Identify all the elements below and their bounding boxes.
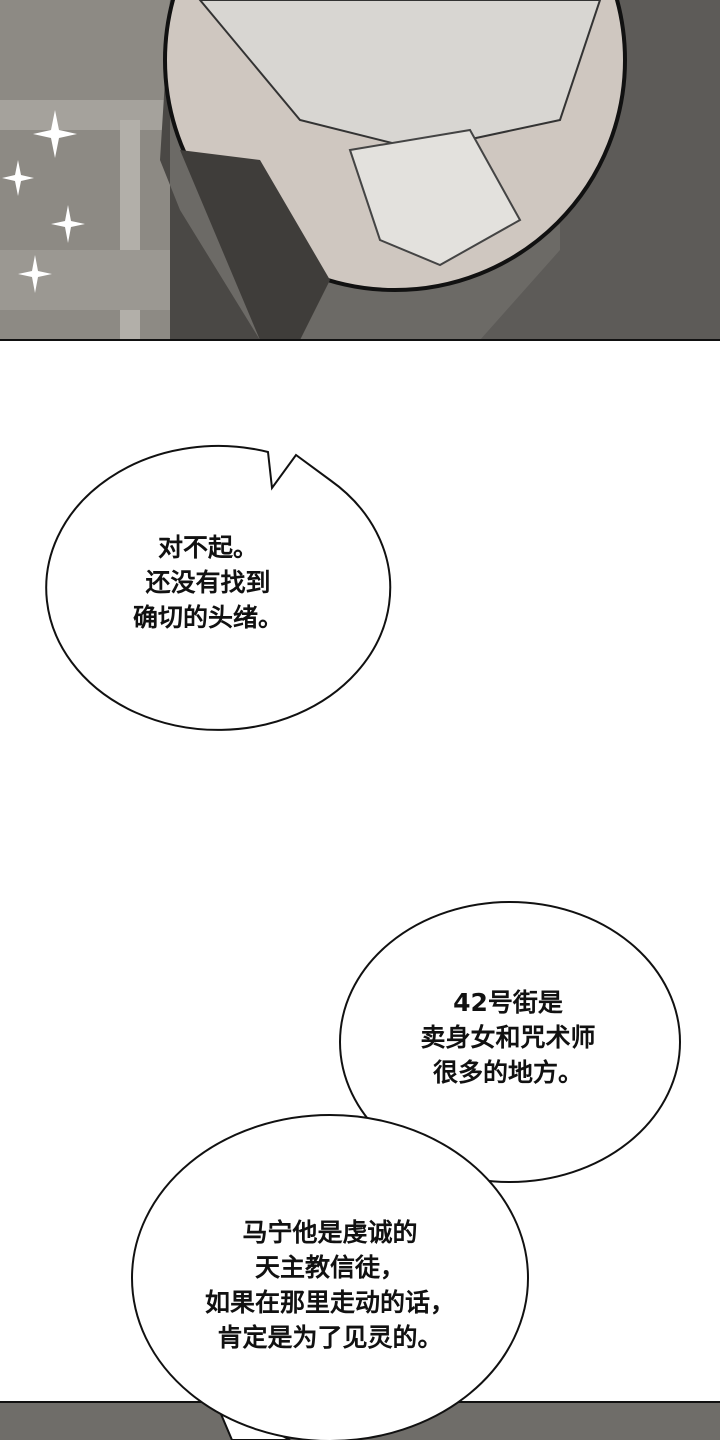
bubble-3-text: 马宁他是虔诚的天主教信徒， 如果在那里走动的话， 肯定是为了见灵的。 (160, 1215, 500, 1355)
dialogue-line: 天主教信徒， (254, 1253, 405, 1282)
dialogue-line: 很多的地方。 (432, 1058, 583, 1087)
speech-bubble-1 (45, 444, 392, 731)
dialogue-line: 42号街是 (453, 988, 563, 1017)
dialogue-line: 还没有找到 (145, 568, 271, 597)
dialogue-line: 肯定是为了见灵的。 (217, 1323, 443, 1352)
dialogue-line: 如果在那里走动的话， (204, 1288, 455, 1317)
dialogue-line: 对不起。 (157, 533, 258, 562)
speech-bubble-3 (131, 1114, 529, 1440)
bubble-2-text: 42号街是卖身女和咒术师很多的地方。 (358, 985, 658, 1090)
bubble-1-text: 对不起。还没有找到确切的头绪。 (58, 530, 358, 635)
speech-bubble-2 (339, 901, 681, 1183)
dialogue-line: 确切的头绪。 (132, 603, 283, 632)
dialogue-line: 马宁他是虔诚的 (242, 1218, 418, 1247)
sparkle-icons (2, 110, 85, 293)
dialogue-line: 卖身女和咒术师 (420, 1023, 596, 1052)
top-panel (0, 0, 720, 341)
